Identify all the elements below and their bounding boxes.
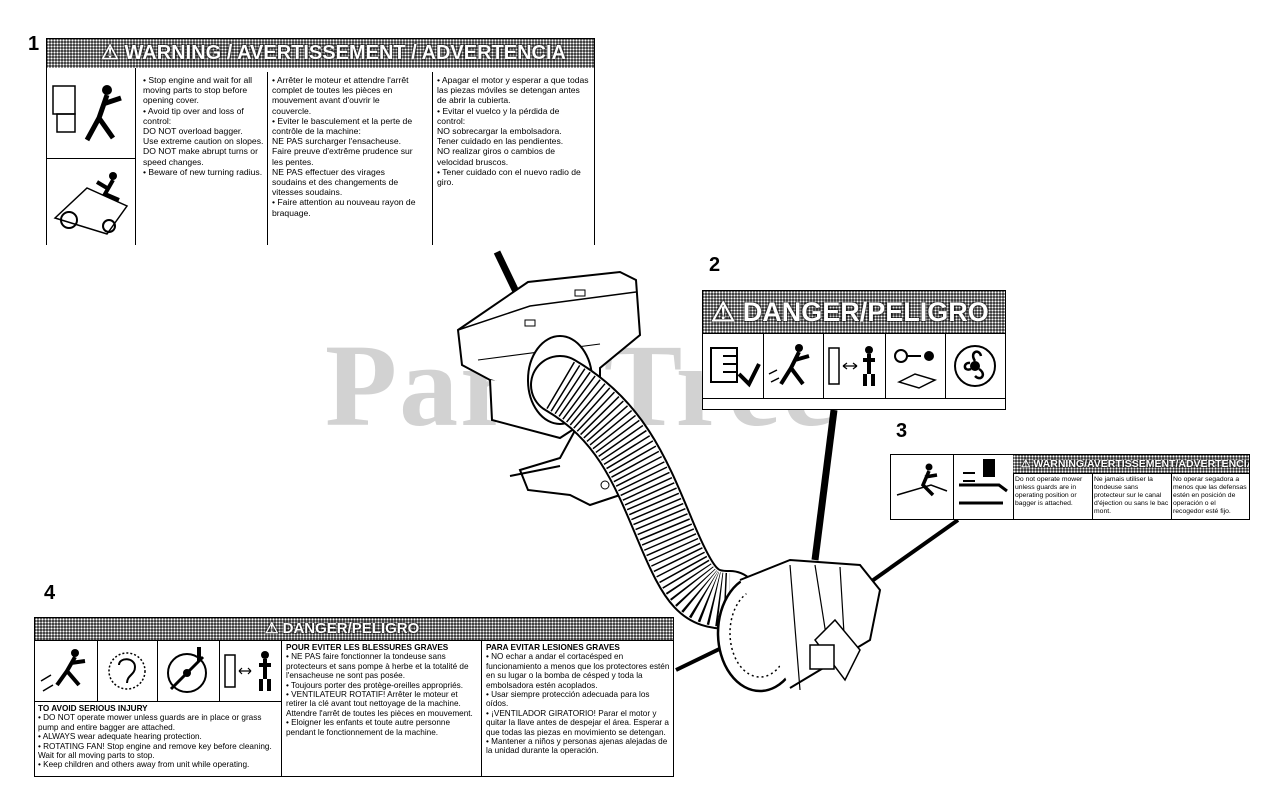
decal-1-french-line: NE PAS surcharger l'ensacheuse.	[272, 136, 402, 147]
tractor-tip-over-icon	[53, 172, 129, 235]
rotating-fan-icon	[167, 647, 207, 693]
decal-1-banner: ⚠ WARNING / AVERTISSEMENT / ADVERTENCIA	[47, 39, 594, 68]
decal-1-spanish-line: NO realizar giros o cambios de velocidad…	[437, 146, 555, 167]
decal-4-french-line: • VENTILATEUR ROTATIF! Arrêter le moteur…	[286, 690, 473, 718]
hearing-protection-icon-cell	[97, 641, 158, 701]
callout-number-2: 2	[709, 254, 721, 276]
keep-distance-icon-cell	[219, 641, 281, 701]
decal-1-french-line: • Faire attention au nouveau rayon de br…	[272, 197, 416, 218]
decal-4-spanish-line: • ¡VENTILADOR GIRATORIO! Parar el motor …	[486, 708, 669, 737]
decal-4-french-line: • Eloigner les enfants et toute autre pe…	[286, 718, 450, 737]
warning-decal-3: ⚠ WARNING/AVERTISSEMENT/ADVERTENCIA Do n…	[890, 454, 1250, 520]
decal-1-spanish-line: • Evitar el vuelco y la pérdida de contr…	[437, 105, 560, 126]
hearing-protection-icon	[108, 652, 146, 690]
decal-1-french-line: • Arrêter le moteur et attendre l'arrêt …	[272, 75, 409, 116]
keep-distance-icon	[828, 346, 875, 386]
decal-4-spanish-text: PARA EVITAR LESIONES GRAVES • NO echar a…	[486, 643, 670, 756]
thrown-objects-icon-cell	[35, 641, 98, 701]
remove-key-read-manual-icon	[894, 349, 938, 389]
decal-4-english-line: • ALWAYS wear adequate hearing protectio…	[38, 732, 202, 742]
decal-1-english-line: • Stop engine and wait for all moving pa…	[143, 75, 253, 106]
decal-1-french-line: NE PAS effectuer des virages soudains et…	[272, 166, 399, 198]
decal-4-english-line: • Keep children and others away from uni…	[38, 760, 250, 770]
decal-4-spanish-line: • Mantener a niños y personas ajenas ale…	[486, 737, 668, 756]
decal-4-french-line: • Toujours porter des protège-oreilles a…	[286, 680, 464, 690]
decal-1-english-line: DO NOT make abrupt turns or speed change…	[143, 146, 258, 167]
decal-3-banner: ⚠ WARNING/AVERTISSEMENT/ADVERTENCIA	[1013, 455, 1249, 473]
decal-4-pictograms	[35, 641, 281, 702]
decal-4-english-text: TO AVOID SERIOUS INJURY • DO NOT operate…	[38, 704, 276, 770]
danger-decal-2: ⚠ DANGER/PELIGRO	[702, 290, 1006, 410]
decal-1-french-line: • Eviter le basculement et la perte de c…	[272, 115, 413, 137]
guard-in-place-icon	[959, 459, 1008, 505]
decal-1-spanish-line: • Tener cuidado con el nuevo radio de gi…	[437, 166, 581, 188]
decal-4-french-text: POUR EVITER LES BLESSURES GRAVES • NE PA…	[286, 643, 478, 737]
keep-distance-icon	[224, 651, 271, 691]
decal-1-spanish-line: Tener cuidado en las pendientes.	[437, 136, 564, 147]
decal-1-english-line: Use extreme caution on slopes.	[143, 136, 264, 147]
decal-1-english-text: • Stop engine and wait for all moving pa…	[143, 75, 265, 177]
thrown-objects-icon-cell	[763, 334, 824, 398]
decal-4-spanish-line: • Usar siempre protección adecuada para …	[486, 690, 650, 709]
decal-4-spanish-line: • NO echar a andar el cortacésped en fun…	[486, 652, 670, 690]
decal-1-spanish-line: NO sobrecargar la embolsadora.	[437, 126, 562, 137]
thrown-objects-icon	[768, 344, 810, 386]
hand-hazard-icon	[896, 463, 948, 497]
callout-number-4: 4	[44, 582, 56, 604]
decal-4-french-line: • NE PAS faire fonctionner la tondeuse s…	[286, 652, 469, 681]
fingers-in-fan-icon	[52, 85, 122, 142]
decal-4-english-line: • ROTATING FAN! Stop engine and remove k…	[38, 741, 272, 761]
decal-3-spanish-text: No operar segadora a menos que las defen…	[1173, 476, 1247, 515]
decal-1-english-line: • Avoid tip over and loss of control:	[143, 105, 244, 126]
fan-hazard-icon-cell	[703, 334, 764, 398]
decal-1-french-text: • Arrêter le moteur et attendre l'arrêt …	[272, 75, 417, 218]
decal-1-spanish-line: • Apagar el motor y esperar a que todas …	[437, 75, 589, 106]
decal-4-english-heading: TO AVOID SERIOUS INJURY	[38, 704, 148, 713]
decal-1-french-line: Faire preuve d'extrême prudence sur les …	[272, 146, 413, 167]
decal-4-english-line: • DO NOT operate mower unless guards are…	[38, 713, 262, 732]
thrown-objects-icon	[40, 649, 86, 692]
rotating-fan-icon	[954, 345, 996, 387]
decal-1-pictograms	[47, 68, 136, 245]
decal-2-banner: ⚠ DANGER/PELIGRO	[703, 291, 1005, 333]
decal-3-hand-hazard-cell	[891, 455, 954, 519]
decal-3-french-text: Ne jamais utiliser la tondeuse sans prot…	[1094, 476, 1169, 515]
danger-decal-4: ⚠ DANGER/PELIGRO	[34, 617, 674, 777]
remove-key-read-manual-icon-cell	[885, 334, 946, 398]
callout-number-1: 1	[28, 33, 40, 55]
keep-distance-icon-cell	[823, 334, 886, 398]
decal-1-english-line: • Beware of new turning radius.	[143, 166, 263, 177]
rotating-fan-icon-cell	[945, 334, 1005, 398]
fan-hazard-icon	[710, 347, 761, 388]
rotating-fan-icon-cell	[157, 641, 220, 701]
decal-1-english-line: DO NOT overload bagger.	[143, 126, 243, 137]
decal-4-french-heading: POUR EVITER LES BLESSURES GRAVES	[286, 643, 449, 652]
decal-3-english-text: Do not operate mower unless guards are i…	[1015, 476, 1083, 507]
callout-number-3: 3	[896, 420, 908, 442]
decal-3-guard-icon-cell	[953, 455, 1014, 519]
warning-decal-1: ⚠ WARNING / AVERTISSEMENT / ADVERTENCIA …	[46, 38, 595, 245]
decal-4-banner: ⚠ DANGER/PELIGRO	[35, 618, 673, 640]
decal-1-spanish-text: • Apagar el motor y esperar a que todas …	[437, 75, 589, 187]
decal-4-spanish-heading: PARA EVITAR LESIONES GRAVES	[486, 643, 620, 652]
